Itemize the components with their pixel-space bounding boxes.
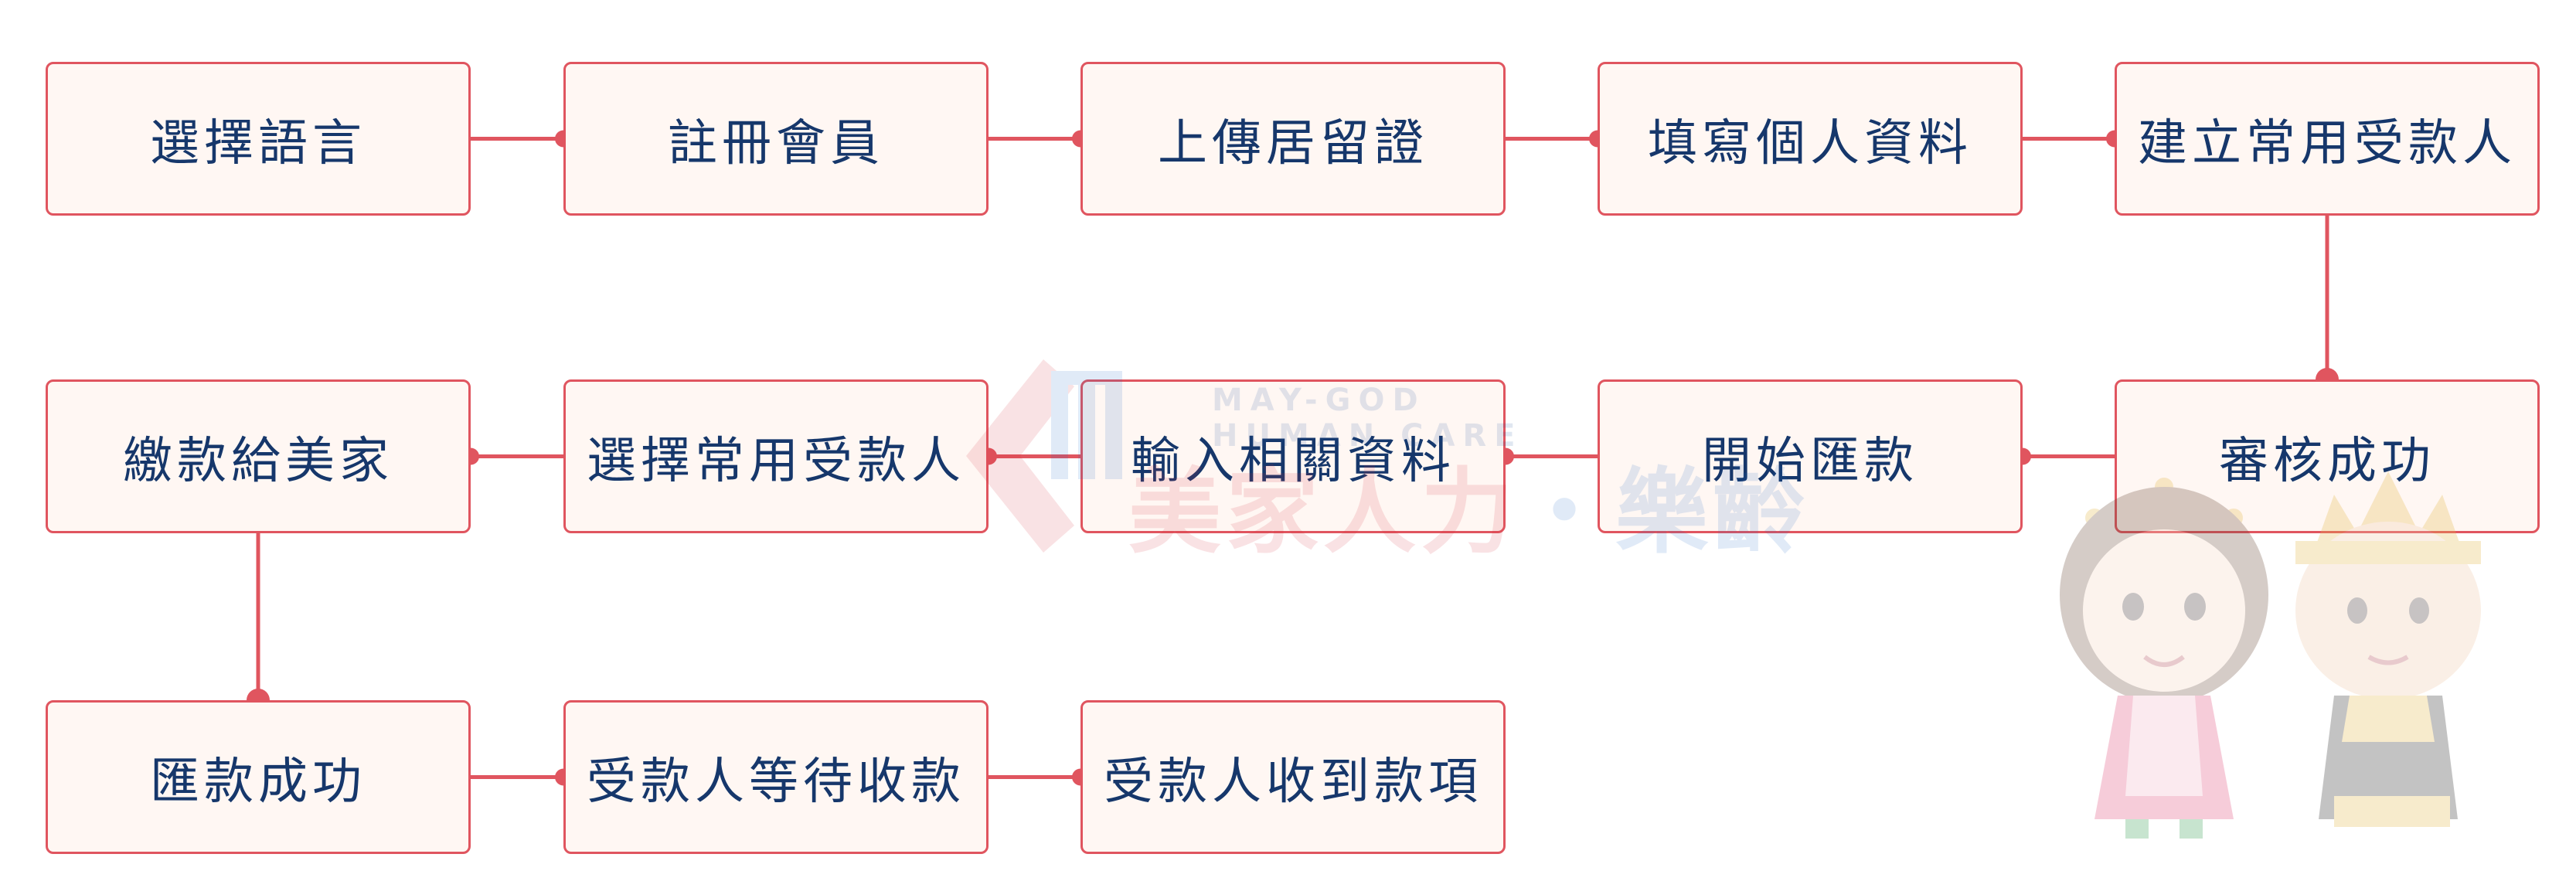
step-upload-residence-permit: 上傳居留證: [1080, 62, 1506, 216]
step-start-remittance: 開始匯款: [1598, 379, 2023, 533]
step-create-payee: 建立常用受款人: [2115, 62, 2540, 216]
step-select-language: 選擇語言: [46, 62, 471, 216]
step-label: 匯款成功: [150, 753, 366, 811]
step-label: 輸入相關資料: [1131, 432, 1455, 490]
step-remittance-success: 匯款成功: [46, 700, 471, 854]
step-label: 選擇常用受款人: [587, 432, 965, 490]
step-pay-maygod: 繳款給美家: [46, 379, 471, 533]
step-register-member: 註冊會員: [563, 62, 989, 216]
step-fill-personal-info: 填寫個人資料: [1598, 62, 2023, 216]
step-enter-details: 輸入相關資料: [1080, 379, 1506, 533]
step-label: 上傳居留證: [1158, 114, 1428, 172]
step-label: 註冊會員: [668, 114, 884, 172]
step-label: 選擇語言: [150, 114, 366, 172]
step-label: 建立常用受款人: [2138, 114, 2516, 172]
step-label: 受款人收到款項: [1104, 753, 1482, 811]
step-select-payee: 選擇常用受款人: [563, 379, 989, 533]
step-payee-waiting: 受款人等待收款: [563, 700, 989, 854]
step-payee-received: 受款人收到款項: [1080, 700, 1506, 854]
step-label: 受款人等待收款: [587, 753, 965, 811]
step-review-success: 審核成功: [2115, 379, 2540, 533]
step-label: 繳款給美家: [123, 432, 393, 490]
step-label: 開始匯款: [1702, 432, 1918, 490]
step-label: 填寫個人資料: [1648, 114, 1972, 172]
step-label: 審核成功: [2219, 432, 2435, 490]
